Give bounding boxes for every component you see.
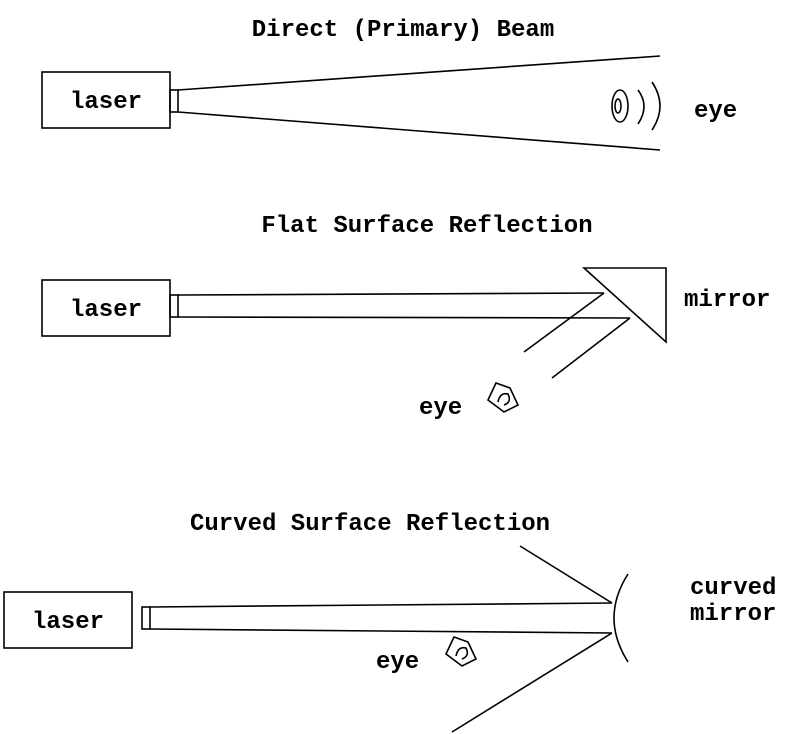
panel-direct-beam: Direct (Primary) Beam laser eye xyxy=(41,17,737,151)
reflected-beam xyxy=(451,545,613,733)
eye-profile-icon xyxy=(444,636,478,667)
eye-front-icon xyxy=(611,81,661,131)
diverging-beam xyxy=(177,55,661,151)
laser-label: laser xyxy=(70,89,142,116)
mirror-label: mirror xyxy=(684,287,770,314)
panel-curved-reflection: Curved Surface Reflection laser curved m… xyxy=(3,511,776,733)
panel-flat-reflection: Flat Surface Reflection laser mirror eye xyxy=(41,213,770,422)
reflected-beam xyxy=(523,292,631,379)
eye-label: eye xyxy=(376,649,419,676)
panel-title: Curved Surface Reflection xyxy=(190,511,550,538)
laser-box xyxy=(3,591,133,649)
incident-beam xyxy=(149,602,613,634)
curved-mirror-label: mirror xyxy=(690,601,776,628)
panel-title: Direct (Primary) Beam xyxy=(252,17,554,44)
laser-aperture xyxy=(141,606,151,630)
curved-mirror-label: curved xyxy=(690,575,776,602)
incident-beam xyxy=(177,292,631,319)
panel-title: Flat Surface Reflection xyxy=(261,213,592,240)
curved-mirror-icon xyxy=(613,573,629,663)
laser-label: laser xyxy=(70,297,142,324)
eye-label: eye xyxy=(419,395,462,422)
laser-label: laser xyxy=(32,609,104,636)
laser-aperture xyxy=(169,294,179,318)
eye-label: eye xyxy=(694,98,737,125)
flat-mirror-icon xyxy=(581,267,667,344)
laser-aperture xyxy=(169,89,179,113)
eye-profile-icon xyxy=(486,382,520,413)
